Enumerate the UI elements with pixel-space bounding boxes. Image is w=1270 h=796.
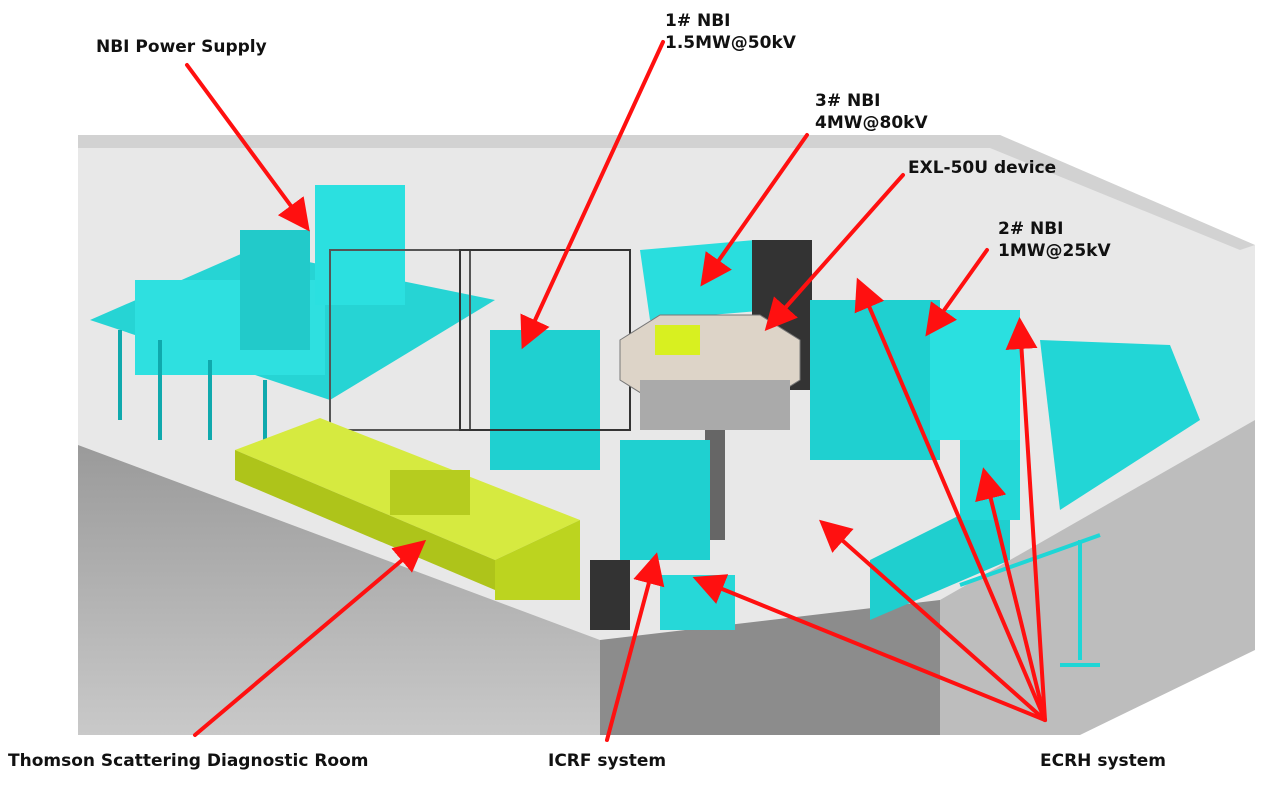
arrow-nbi-3 bbox=[700, 133, 809, 287]
label-nbi-3: 3# NBI 4MW@80kV bbox=[815, 90, 928, 134]
arrow-nbi-2 bbox=[925, 248, 989, 337]
hall-left-pit-wall bbox=[78, 445, 600, 735]
thomson-room bbox=[235, 418, 580, 600]
arrow-icrf bbox=[605, 552, 665, 742]
ecrh-cabinets bbox=[870, 340, 1200, 620]
arrow-ecrh-1 bbox=[692, 574, 1047, 722]
hall-back-wall-top bbox=[78, 135, 1255, 250]
label-thomson-room: Thomson Scattering Diagnostic Room bbox=[8, 751, 369, 771]
label-nbi-1-name: 1# NBI bbox=[665, 11, 731, 31]
label-nbi-power-supply: NBI Power Supply bbox=[96, 37, 267, 57]
annotation-arrows bbox=[185, 40, 1047, 742]
label-nbi-1: 1# NBI 1.5MW@50kV bbox=[665, 10, 796, 54]
label-device: EXL-50U device bbox=[908, 158, 1057, 178]
label-icrf: ICRF system bbox=[548, 751, 667, 771]
arrow-ecrh-2 bbox=[819, 519, 1047, 722]
nbi-2-unit bbox=[810, 300, 1020, 460]
label-nbi-2-name: 2# NBI bbox=[998, 219, 1064, 239]
label-nbi-2-spec: 1MW@25kV bbox=[998, 241, 1111, 261]
label-ecrh: ECRH system bbox=[1040, 751, 1167, 771]
arrow-ecrh-5 bbox=[1005, 317, 1047, 722]
arrow-device bbox=[764, 173, 905, 331]
label-nbi-3-name: 3# NBI bbox=[815, 91, 881, 111]
nbi-power-supply bbox=[90, 185, 495, 440]
arrow-ecrh-4 bbox=[975, 467, 1047, 722]
arrow-nbi-power-supply bbox=[185, 63, 310, 232]
arrow-nbi-1 bbox=[520, 40, 665, 350]
hall-front-wall bbox=[600, 600, 940, 735]
arrow-ecrh-3 bbox=[854, 277, 1047, 722]
nbi-1-unit bbox=[459, 249, 631, 470]
label-nbi-2: 2# NBI 1MW@25kV bbox=[998, 218, 1111, 262]
label-nbi-3-spec: 4MW@80kV bbox=[815, 113, 928, 133]
label-nbi-1-spec: 1.5MW@50kV bbox=[665, 33, 796, 53]
arrow-thomson bbox=[193, 539, 427, 737]
